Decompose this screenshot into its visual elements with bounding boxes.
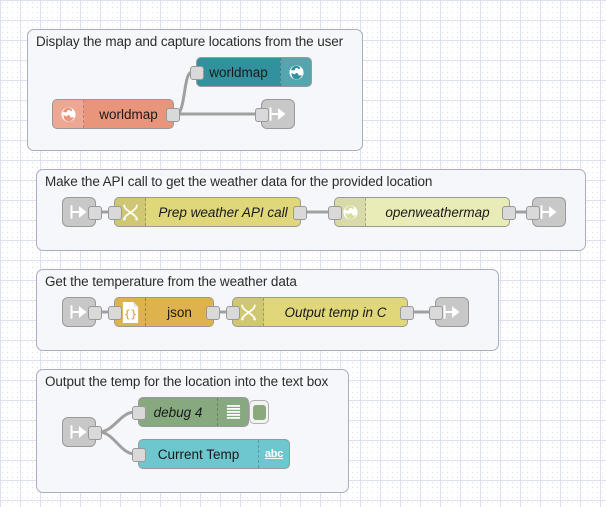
node-label: debug 4 — [153, 404, 203, 420]
node-label: Current Temp — [157, 446, 240, 462]
node-fn-prep-weather[interactable]: Prep weather API call — [108, 197, 307, 227]
group-label: Output the temp for the location into th… — [45, 374, 329, 389]
node-worldmap-out[interactable]: worldmap — [190, 57, 312, 87]
node-input-port[interactable] — [429, 306, 443, 320]
node-current-temp[interactable]: Current Temp abc — [132, 439, 290, 469]
node-link-out-1[interactable] — [255, 99, 295, 129]
json-braces-icon: {} — [115, 298, 146, 326]
globe-icon — [280, 58, 311, 86]
node-output-port[interactable] — [293, 206, 307, 220]
node-input-port[interactable] — [328, 206, 342, 220]
link-in-icon — [70, 305, 87, 319]
node-openweathermap[interactable]: openweathermap — [328, 197, 516, 227]
node-input-port[interactable] — [108, 306, 122, 320]
node-input-port[interactable] — [132, 448, 146, 462]
node-input-port[interactable] — [226, 306, 240, 320]
node-link-in-3[interactable] — [62, 297, 102, 327]
link-out-icon — [269, 107, 286, 121]
function-icon — [115, 198, 146, 226]
link-out-icon — [443, 305, 460, 319]
node-json[interactable]: {} json — [108, 297, 220, 327]
debug-lines-icon — [217, 398, 248, 426]
group-label: Get the temperature from the weather dat… — [45, 274, 297, 289]
link-out-icon — [540, 205, 557, 219]
abc-glyph: abc — [264, 448, 284, 460]
node-link-in-2[interactable] — [62, 197, 102, 227]
node-label: Output temp in C — [284, 304, 387, 320]
node-input-port[interactable] — [132, 406, 146, 420]
group-label: Make the API call to get the weather dat… — [45, 174, 433, 189]
node-output-port[interactable] — [88, 306, 102, 320]
node-output-port[interactable] — [502, 206, 516, 220]
node-label: Prep weather API call — [158, 204, 288, 220]
node-output-port[interactable] — [206, 306, 220, 320]
node-link-in-4[interactable] — [62, 417, 102, 447]
node-debug-4[interactable]: debug 4 — [132, 397, 269, 427]
node-input-port[interactable] — [255, 108, 269, 122]
node-label: json — [167, 304, 192, 320]
node-fn-output-temp[interactable]: Output temp in C — [226, 297, 414, 327]
node-label: worldmap — [209, 64, 268, 80]
node-output-port[interactable] — [88, 426, 102, 440]
node-output-port[interactable] — [400, 306, 414, 320]
node-label: worldmap — [99, 106, 158, 122]
link-in-icon — [70, 205, 87, 219]
node-link-out-3[interactable] — [429, 297, 469, 327]
node-label: openweathermap — [385, 204, 490, 220]
node-worldmap-in[interactable]: worldmap — [52, 99, 180, 129]
node-output-port[interactable] — [166, 108, 180, 122]
node-input-port[interactable] — [526, 206, 540, 220]
svg-text:{}: {} — [124, 308, 137, 320]
group-label: Display the map and capture locations fr… — [36, 34, 344, 49]
node-link-out-2[interactable] — [526, 197, 566, 227]
node-input-port[interactable] — [190, 66, 204, 80]
abc-icon: abc — [258, 440, 289, 468]
group-display-map[interactable]: Display the map and capture locations fr… — [27, 29, 363, 151]
node-output-port[interactable] — [88, 206, 102, 220]
globe-icon — [53, 100, 84, 128]
node-input-port[interactable] — [108, 206, 122, 220]
debug-toggle-button[interactable] — [249, 400, 269, 424]
link-in-icon — [70, 425, 87, 439]
